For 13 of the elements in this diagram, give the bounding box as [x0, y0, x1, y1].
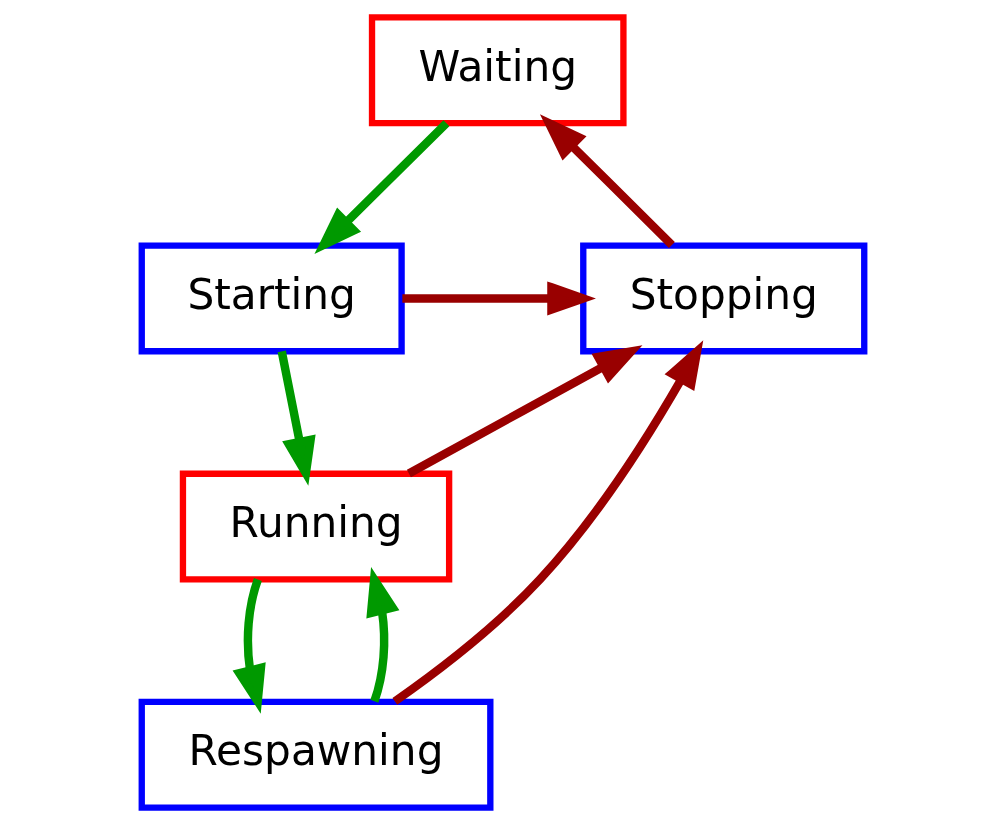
arrow — [232, 577, 266, 714]
arrow — [539, 113, 675, 248]
arrow — [365, 566, 399, 703]
node-box: Waiting — [368, 13, 627, 126]
arrow — [313, 119, 449, 254]
arrow — [401, 280, 596, 315]
node-box: Starting — [138, 241, 405, 354]
arrow — [277, 350, 316, 486]
node-box: Stopping — [579, 241, 867, 354]
arrow — [406, 344, 642, 477]
arrow — [391, 339, 703, 705]
node-box: Running — [179, 470, 452, 583]
node-box: Respawning — [138, 698, 493, 811]
